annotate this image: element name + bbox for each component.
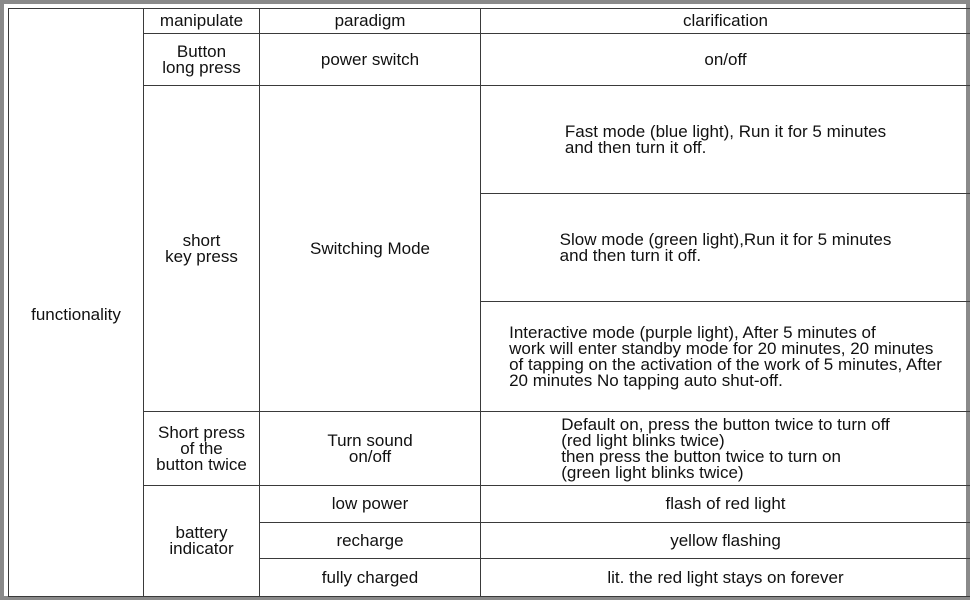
manipulate-short-press: short key press	[165, 230, 238, 266]
cell-paradigm: Switching Mode	[259, 85, 481, 412]
header-paradigm: paradigm	[259, 8, 481, 34]
paradigm-sound: Turn sound on/off	[327, 430, 413, 466]
group-label-functionality: functionality	[8, 33, 144, 597]
cell-paradigm: recharge	[259, 522, 481, 559]
cell-paradigm: fully charged	[259, 558, 481, 597]
table-row: fully charged lit. the red light stays o…	[9, 558, 970, 597]
cell-sound-clarification: Default on, press the button twice to tu…	[480, 411, 970, 486]
cell-manipulate: Button long press	[143, 33, 260, 86]
cell-clarification: lit. the red light stays on forever	[480, 558, 970, 597]
cell-slow-mode: Slow mode (green light),Run it for 5 min…	[480, 193, 970, 302]
table-row: functionality Button long press power sw…	[8, 33, 970, 597]
manipulate-long-press: Button long press	[162, 41, 241, 77]
sound-text: Default on, press the button twice to tu…	[561, 414, 890, 482]
cell-manipulate: battery indicator	[143, 485, 260, 597]
table-row: short key press Switching Mode Fast mode…	[9, 85, 970, 412]
cell-paradigm: low power	[259, 485, 481, 523]
table-row: battery indicator low power flash of red…	[9, 485, 970, 597]
header-row: manipulate paradigm clarification	[8, 8, 970, 34]
cell-manipulate: short key press	[143, 85, 260, 412]
header-manipulate: manipulate	[143, 8, 260, 34]
cell-clarification: yellow flashing	[480, 522, 970, 559]
table-row: Short press of the button twice Turn sou…	[9, 411, 970, 486]
cell-paradigm: Turn sound on/off	[259, 411, 481, 486]
manipulate-battery: battery indicator	[169, 523, 234, 558]
header-clarification: clarification	[480, 8, 970, 34]
function-table: manipulate paradigm clarification functi…	[8, 8, 970, 597]
cell-fast-mode: Fast mode (blue light), Run it for 5 min…	[480, 85, 970, 194]
cell-clarification: on/off	[480, 33, 970, 86]
cell-paradigm: power switch	[259, 33, 481, 86]
cell-clarification: flash of red light	[480, 485, 970, 523]
table-row: Slow mode (green light),Run it for 5 min…	[9, 193, 970, 302]
interactive-mode-text: Interactive mode (purple light), After 5…	[509, 322, 942, 390]
corner-cell	[8, 8, 144, 34]
table-row: recharge yellow flashing	[9, 522, 970, 559]
fast-mode-text: Fast mode (blue light), Run it for 5 min…	[564, 121, 887, 157]
cell-manipulate: Short press of the button twice	[143, 411, 260, 486]
slow-mode-text: Slow mode (green light),Run it for 5 min…	[559, 229, 892, 265]
manipulate-press-twice: Short press of the button twice	[156, 422, 247, 474]
cell-interactive-mode: Interactive mode (purple light), After 5…	[480, 301, 970, 412]
